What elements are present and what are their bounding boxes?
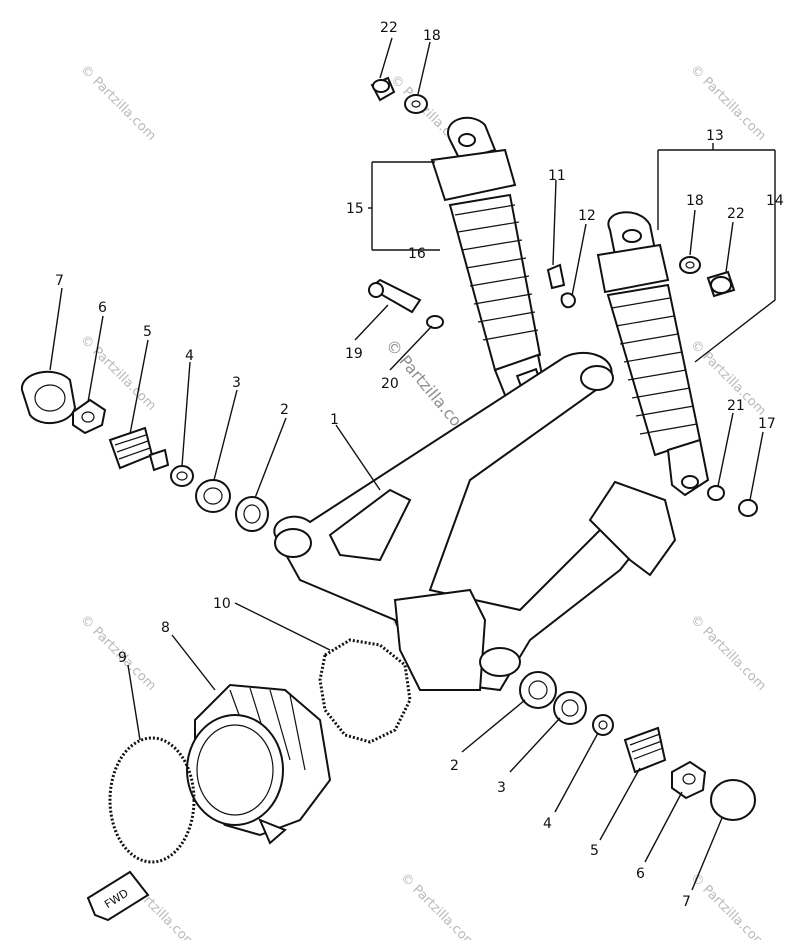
callout-7: 7 — [682, 894, 691, 910]
right-bearing-stack — [519, 671, 756, 821]
callout-5: 5 — [143, 324, 152, 340]
callout-20: 20 — [381, 376, 399, 392]
callout-1: 1 — [330, 412, 339, 428]
callout-22: 22 — [727, 206, 745, 222]
callout-6: 6 — [636, 866, 645, 882]
callout-3: 3 — [497, 780, 506, 796]
top-hardware — [368, 76, 758, 517]
watermark: © Partzilla.com — [77, 62, 159, 144]
callout-4: 4 — [185, 348, 194, 364]
callout-14: 14 — [766, 193, 784, 209]
callout-5: 5 — [590, 843, 599, 859]
o-ring-9 — [108, 736, 196, 864]
gasket-10 — [318, 638, 412, 744]
fwd-arrow: FWD — [86, 870, 150, 922]
callout-7: 7 — [55, 273, 64, 289]
callout-labels: 22 18 13 11 12 15 16 18 22 14 7 6 5 4 3 … — [55, 20, 784, 910]
left-shock-absorber — [430, 116, 547, 407]
callout-6: 6 — [98, 300, 107, 316]
callout-8: 8 — [161, 620, 170, 636]
callout-13: 13 — [706, 128, 724, 144]
watermark: © Partzilla.com — [397, 870, 479, 940]
callout-18: 18 — [686, 193, 704, 209]
callout-19: 19 — [345, 346, 363, 362]
callout-17: 17 — [758, 416, 776, 432]
callout-4: 4 — [543, 816, 552, 832]
callout-16: 16 — [408, 246, 426, 262]
callout-11: 11 — [548, 168, 566, 184]
callout-10: 10 — [213, 596, 231, 612]
callout-22: 22 — [380, 20, 398, 36]
watermark: © Partzilla.com — [687, 612, 769, 694]
callout-12: 12 — [578, 208, 596, 224]
callout-2: 2 — [280, 402, 289, 418]
leader-lines — [49, 37, 776, 891]
rubber-boot-8 — [186, 683, 332, 845]
callout-21: 21 — [727, 398, 745, 414]
watermark: © Partzilla.com — [687, 62, 769, 144]
callout-9: 9 — [118, 650, 127, 666]
callout-3: 3 — [232, 375, 241, 391]
callout-15: 15 — [346, 201, 364, 217]
left-bearing-stack — [21, 370, 269, 532]
callout-18: 18 — [423, 28, 441, 44]
watermark: © Partzilla.com — [687, 870, 769, 940]
swing-arm — [273, 351, 677, 692]
callout-2: 2 — [450, 758, 459, 774]
right-shock-absorber — [596, 211, 710, 497]
